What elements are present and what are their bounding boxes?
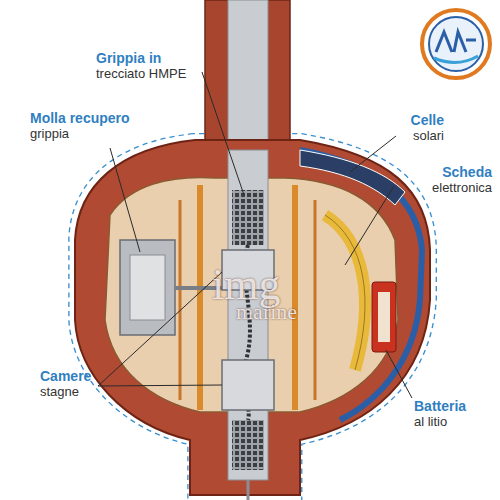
- leader-line: [386, 350, 412, 398]
- callout-label: Scheda: [442, 164, 492, 180]
- callout-label: Batteria: [414, 398, 466, 414]
- electronic-board-edge: [325, 215, 365, 370]
- battery-window: [378, 292, 390, 342]
- leader-line: [98, 385, 222, 386]
- callout-label: al litio: [414, 414, 447, 430]
- logo-wave: [434, 56, 478, 62]
- hmpe-braid: [232, 420, 264, 470]
- housing: [75, 140, 430, 495]
- electronic-board: [325, 215, 365, 370]
- watermark: marine: [236, 300, 297, 324]
- lithium-battery: [372, 282, 396, 352]
- callout-label: Grippia in: [96, 50, 161, 66]
- leader-line: [350, 136, 396, 172]
- hmpe-braid: [232, 190, 264, 245]
- logo-ring: [422, 10, 490, 78]
- logo-disc: [429, 17, 483, 71]
- watertight-chamber: [222, 360, 274, 410]
- leader-line: [98, 272, 222, 386]
- spring-recoil: [130, 255, 165, 320]
- structural-rib: [200, 185, 295, 410]
- callout-label: Celle: [411, 112, 444, 128]
- callout-label: elettronica: [432, 180, 492, 196]
- leader-line: [110, 148, 140, 252]
- callout-label: Camere: [40, 368, 91, 384]
- callout-label: Molla recupero: [30, 110, 130, 126]
- dashed-outline: [69, 134, 436, 500]
- logo-mark: [436, 32, 476, 52]
- cable: [247, 480, 250, 500]
- callout-label: solari: [413, 128, 444, 144]
- callout-label: trecciato HMPE: [96, 66, 186, 82]
- spring-housing: [120, 240, 175, 335]
- leader-line: [345, 186, 394, 265]
- callout-label: stagne: [40, 384, 79, 400]
- leader-line: [202, 72, 244, 195]
- callout-label: grippia: [30, 126, 69, 142]
- inner-cavity: [105, 177, 398, 412]
